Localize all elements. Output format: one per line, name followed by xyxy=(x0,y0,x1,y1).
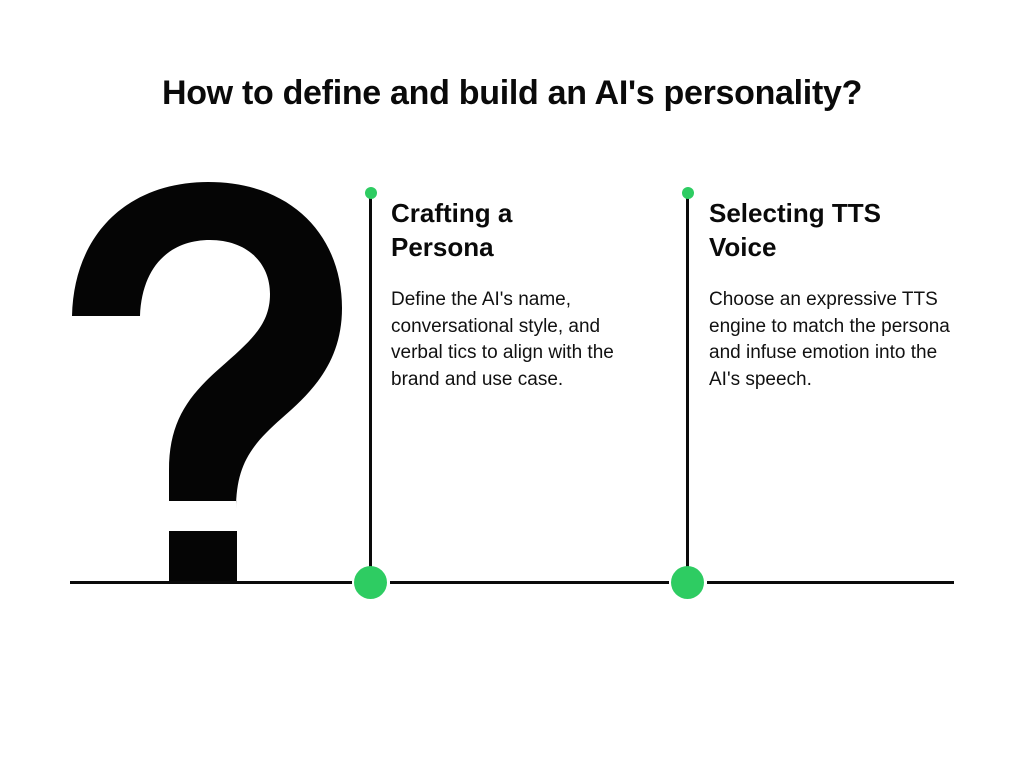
step-2-top-dot xyxy=(682,187,694,199)
step-1-title: Crafting a Persona xyxy=(391,198,513,262)
step-2-title: Selecting TTS Voice xyxy=(709,198,881,262)
step-2-description: Choose an expressive TTS engine to match… xyxy=(709,289,950,390)
timeline-baseline-left xyxy=(70,581,352,584)
step-1-timeline-node xyxy=(354,566,387,599)
step-1-top-dot xyxy=(365,187,377,199)
step-1-description: Define the AI's name, conversational sty… xyxy=(391,289,614,390)
question-mark-icon xyxy=(72,182,342,583)
step-1-connector-line xyxy=(369,196,372,568)
step-2-timeline-node xyxy=(671,566,704,599)
timeline-baseline-middle xyxy=(390,581,669,584)
page-title: How to define and build an AI's personal… xyxy=(161,74,863,112)
timeline-baseline-right xyxy=(707,581,954,584)
step-2-connector-line xyxy=(686,196,689,568)
